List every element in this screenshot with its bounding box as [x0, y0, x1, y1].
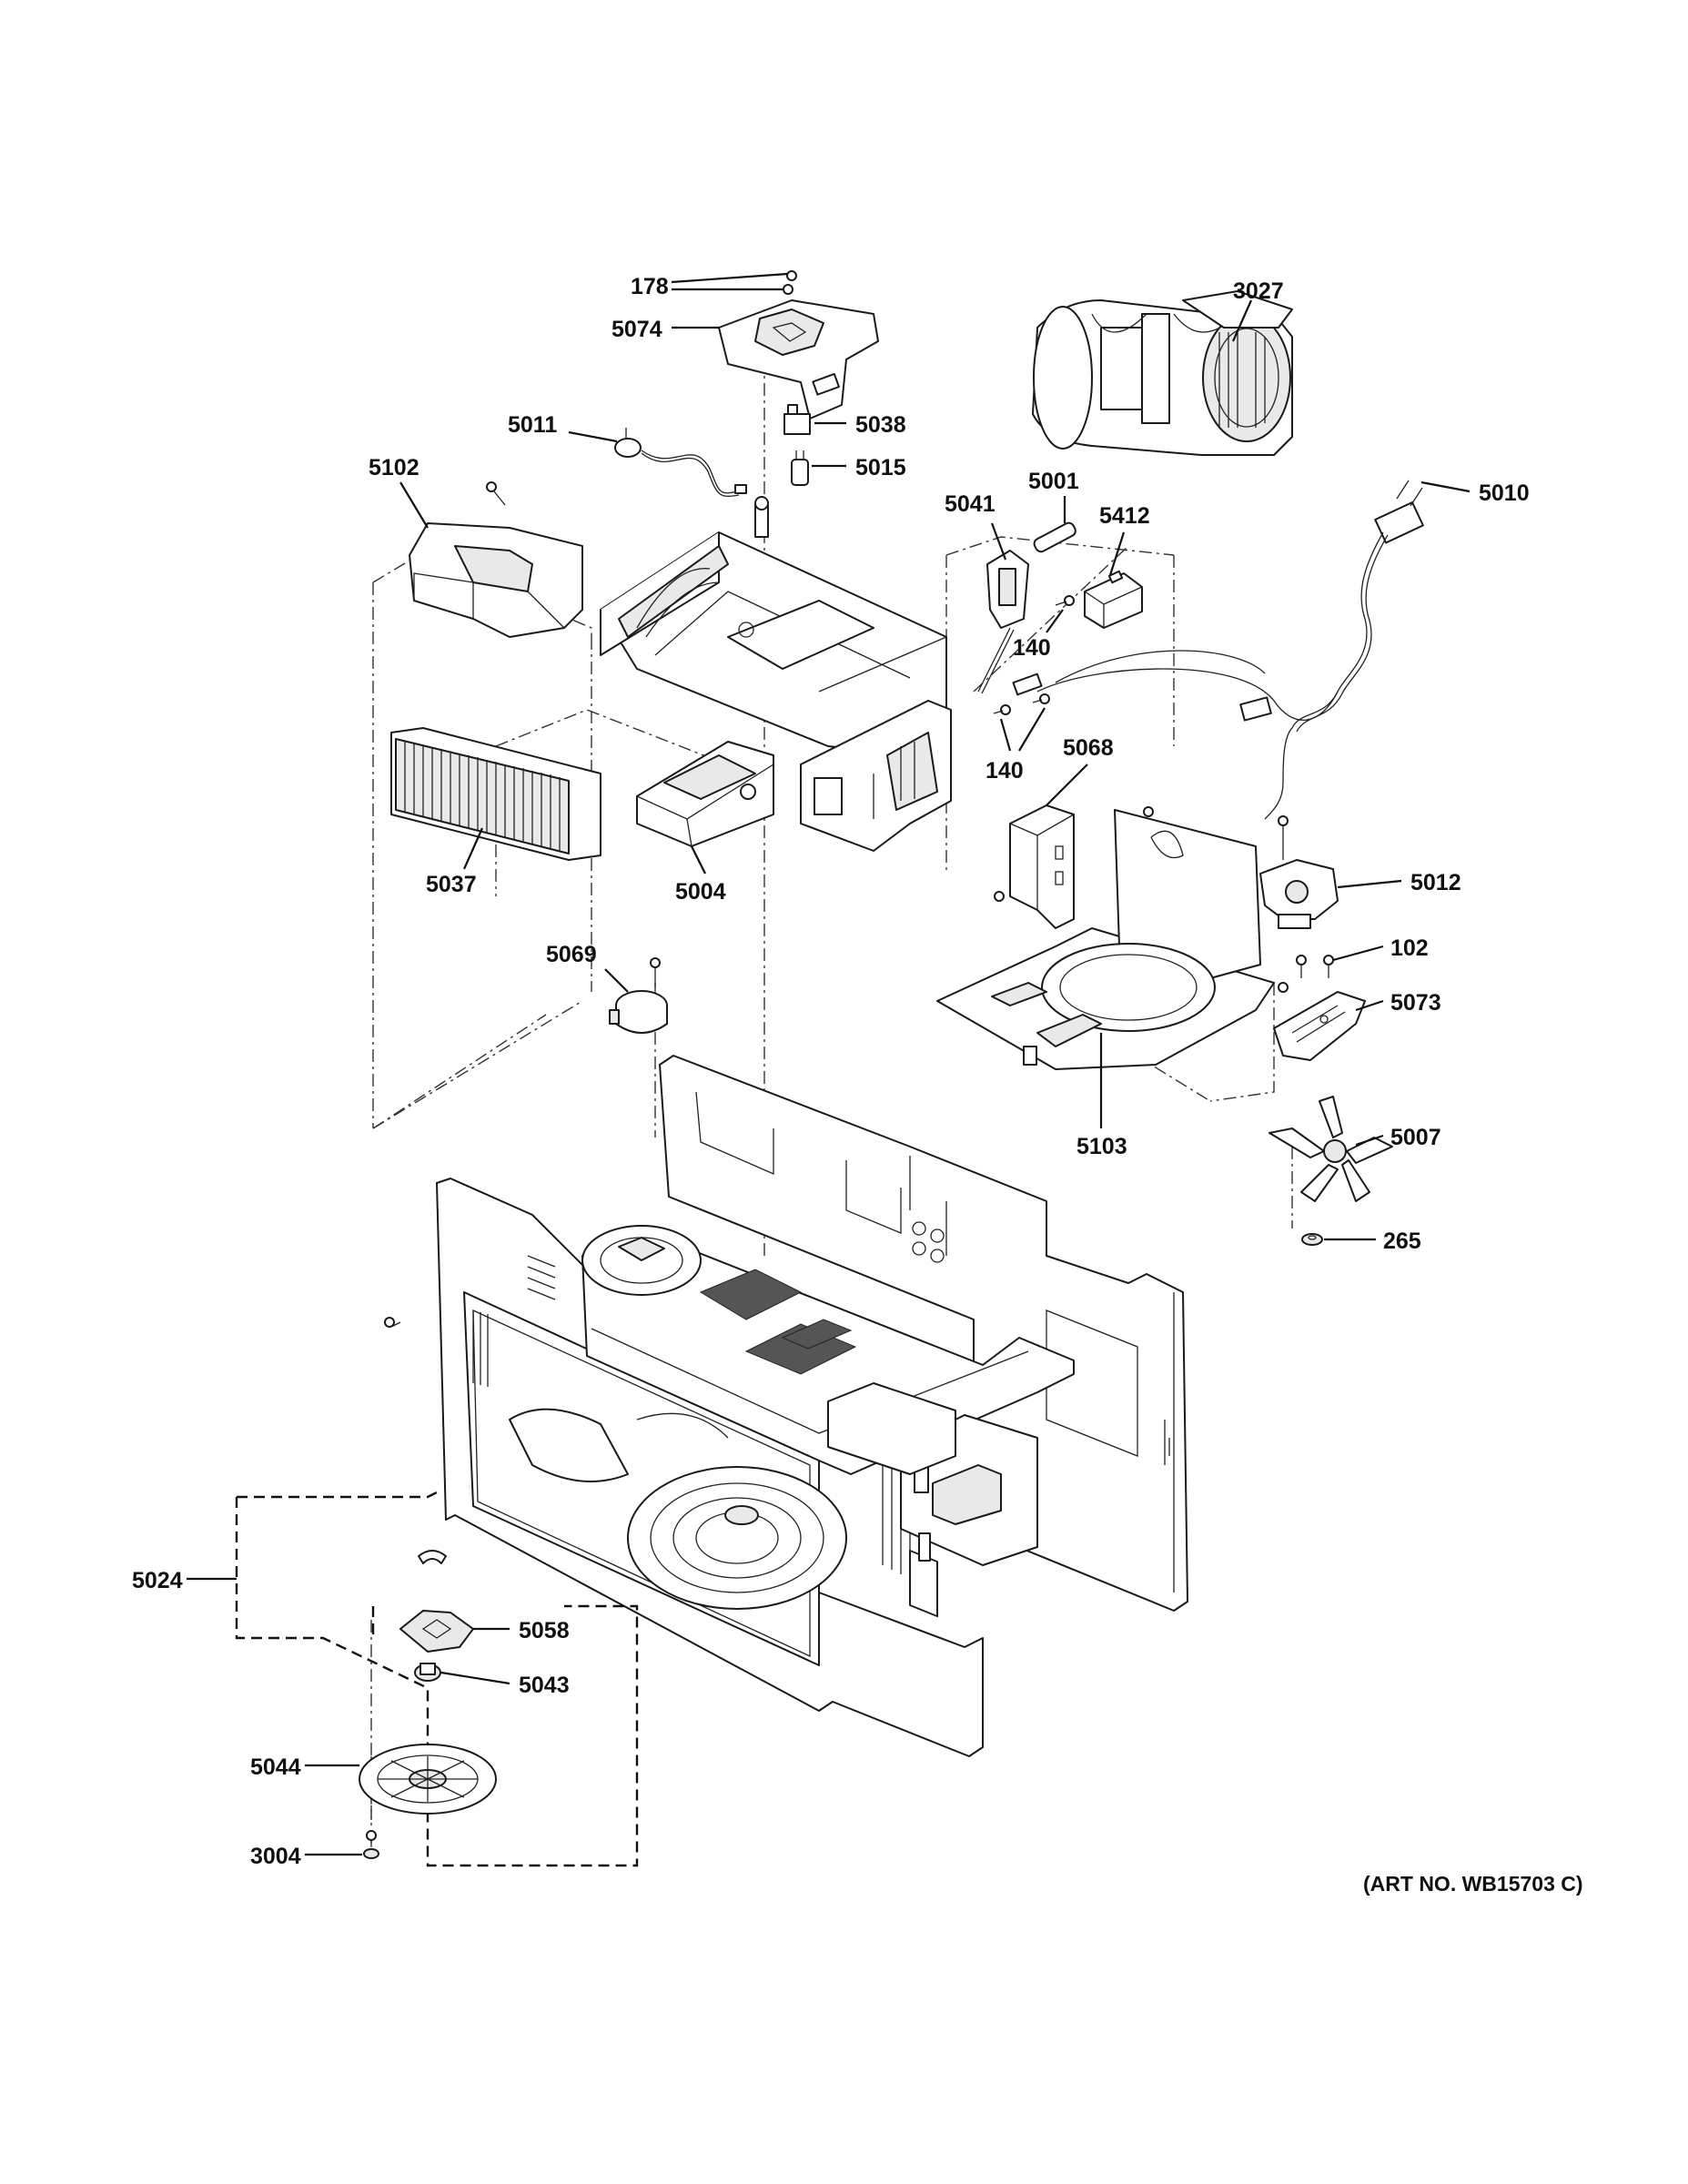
- part-140-screws: [993, 595, 1075, 715]
- part-5041-bracket: [977, 550, 1029, 694]
- callout-5012: 5012: [1410, 870, 1461, 895]
- callout-labels: 178 5074 3027 5038 5011 5015 5102 5041 5…: [132, 274, 1583, 1896]
- part-265-nut: [1301, 1233, 1323, 1246]
- callout-5001: 5001: [1028, 469, 1079, 494]
- callout-5103: 5103: [1076, 1134, 1127, 1159]
- callout-5037: 5037: [426, 872, 477, 897]
- part-5043-roller: [414, 1663, 441, 1682]
- callout-3004: 3004: [250, 1844, 301, 1869]
- callout-5102: 5102: [369, 455, 419, 480]
- part-5073-bracket: [1273, 991, 1366, 1061]
- part-5037-filter: [390, 727, 601, 861]
- callout-5044: 5044: [250, 1754, 301, 1780]
- part-5058-coupler: [399, 1610, 474, 1653]
- callout-5007: 5007: [1390, 1125, 1441, 1150]
- art-number: (ART NO. WB15703 C): [1363, 1872, 1583, 1896]
- part-5007-fan: [1269, 1096, 1393, 1202]
- callout-5043: 5043: [519, 1673, 570, 1698]
- upper-chassis-frame: [600, 496, 947, 756]
- part-5069-motor: [609, 957, 668, 1034]
- part-5010-power-cord: [1012, 480, 1424, 820]
- callout-102: 102: [1390, 935, 1429, 961]
- part-5011-thermostat: [614, 428, 747, 497]
- callout-5412: 5412: [1099, 503, 1150, 529]
- callout-5015: 5015: [855, 455, 906, 480]
- part-clip: [418, 1550, 447, 1564]
- part-5068-bracket: [994, 804, 1075, 929]
- part-5074-bracket: [718, 299, 879, 420]
- part-3027-blower: [1032, 290, 1293, 456]
- part-5044-roller-ring: [359, 1744, 497, 1815]
- part-178-screws: [783, 270, 797, 295]
- main-oven-cavity: [384, 1055, 1188, 1757]
- part-5015-fuse: [791, 450, 809, 486]
- callout-5069: 5069: [546, 942, 597, 967]
- callout-140-upper: 140: [1013, 635, 1051, 661]
- callout-3027: 3027: [1233, 278, 1284, 304]
- part-5012-motor: [1259, 815, 1339, 929]
- part-5103-base-plate: [936, 806, 1275, 1070]
- callout-5041: 5041: [945, 491, 996, 517]
- part-5001-fuse: [1033, 521, 1076, 553]
- callout-5010: 5010: [1479, 480, 1530, 506]
- callout-5074: 5074: [612, 317, 662, 342]
- callout-leaders: [187, 272, 1471, 1856]
- part-5412-capacitor: [1084, 570, 1143, 629]
- callout-5011: 5011: [508, 412, 557, 438]
- callout-5004: 5004: [675, 879, 726, 905]
- part-5038-switch: [783, 404, 811, 435]
- part-3004-nut: [363, 1830, 379, 1859]
- callout-178: 178: [631, 274, 669, 299]
- callout-5058: 5058: [519, 1618, 570, 1643]
- turntable-kit-boundary: [235, 1491, 639, 1867]
- callout-5038: 5038: [855, 412, 906, 438]
- part-5004-cover: [636, 741, 774, 847]
- callout-140-lower: 140: [986, 758, 1024, 784]
- part-5102-duct: [409, 481, 583, 638]
- callout-265: 265: [1383, 1228, 1421, 1254]
- control-bracket: [800, 700, 952, 852]
- callout-5024: 5024: [132, 1568, 183, 1593]
- callout-5068: 5068: [1063, 735, 1114, 761]
- part-102-screws: [1278, 955, 1334, 993]
- callout-5073: 5073: [1390, 990, 1441, 1016]
